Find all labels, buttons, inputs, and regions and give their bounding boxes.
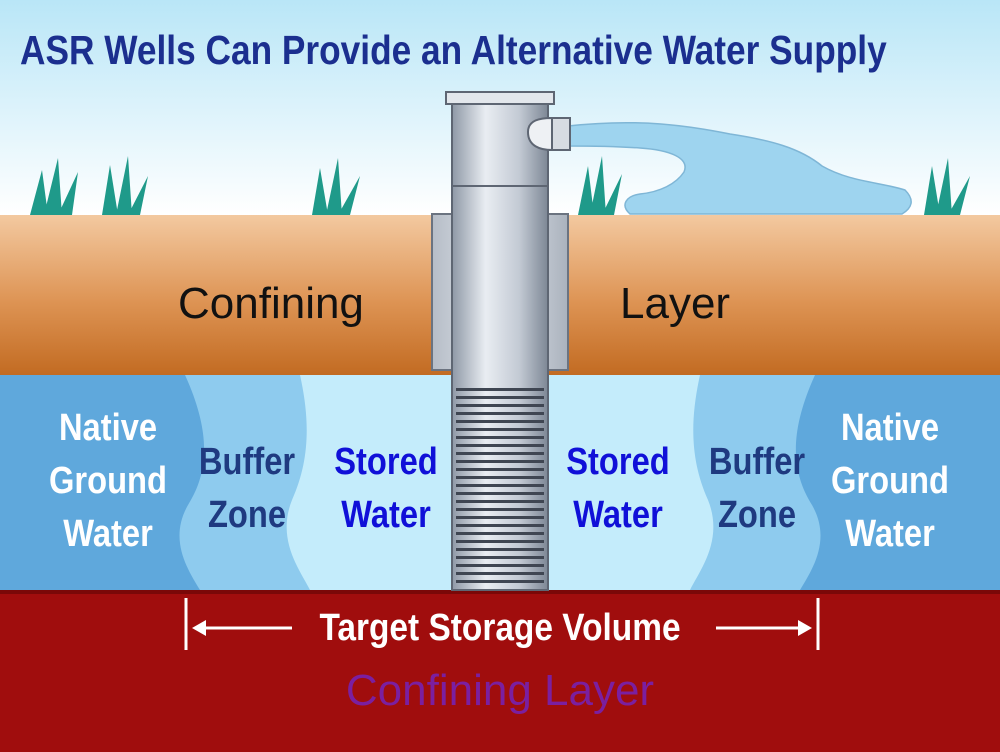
- screen-slot: [456, 388, 544, 391]
- screen-slot: [456, 404, 544, 407]
- screen-slot: [456, 484, 544, 487]
- screen-slot: [456, 412, 544, 415]
- target-storage-dimension: [184, 598, 820, 650]
- water-discharge: [567, 121, 912, 215]
- screen-slot: [456, 428, 544, 431]
- screen-slot: [456, 564, 544, 567]
- screen-slot: [456, 516, 544, 519]
- screen-slot: [456, 436, 544, 439]
- screen-slot: [456, 556, 544, 559]
- screen-slot: [456, 476, 544, 479]
- screen-slot: [456, 524, 544, 527]
- stored-water-right: Stored Water: [566, 441, 670, 536]
- screen-slot: [456, 452, 544, 455]
- screen-slot: [456, 460, 544, 463]
- well-screen: [456, 388, 544, 583]
- lower-confining-layer: [0, 590, 1000, 752]
- page-title: ASR Wells Can Provide an Alternative Wat…: [20, 27, 887, 73]
- well-cap: [445, 91, 555, 105]
- upper-layer-label-left: Confining: [178, 279, 364, 328]
- screen-slot: [456, 420, 544, 423]
- screen-slot: [456, 532, 544, 535]
- grass-icon: [30, 156, 970, 215]
- screen-slot: [456, 468, 544, 471]
- buffer-zone-right: Buffer Zone: [708, 441, 806, 536]
- screen-slot: [456, 572, 544, 575]
- screen-slot: [456, 580, 544, 583]
- upper-layer-label-right: Layer: [620, 279, 731, 328]
- screen-slot: [456, 500, 544, 503]
- native-ground-water-left: Native Ground Water: [48, 407, 167, 555]
- screen-slot: [456, 540, 544, 543]
- stored-water-left: Stored Water: [334, 441, 438, 536]
- screen-slot: [456, 396, 544, 399]
- native-ground-water-right: Native Ground Water: [830, 407, 949, 555]
- lower-layer-label: Confining Layer: [345, 666, 655, 715]
- screen-slot: [456, 492, 544, 495]
- screen-slot: [456, 444, 544, 447]
- screen-slot: [456, 548, 544, 551]
- screen-slot: [456, 508, 544, 511]
- target-storage-volume-label: Target Storage Volume: [319, 607, 681, 649]
- buffer-zone-left: Buffer Zone: [198, 441, 296, 536]
